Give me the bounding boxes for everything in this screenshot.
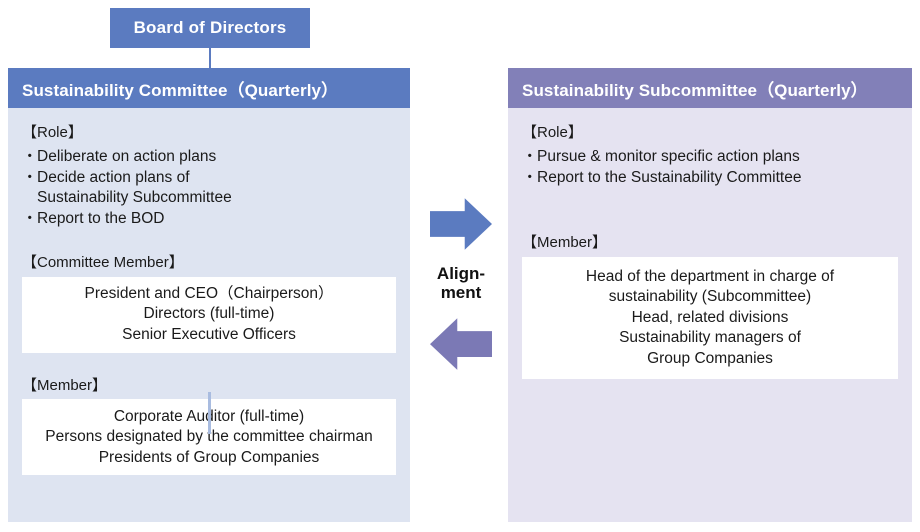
alignment-label: Align- ment	[436, 264, 486, 303]
left-role-item: Deliberate on action plans	[22, 147, 396, 168]
left-member-heading: 【Member】	[22, 376, 108, 394]
right-spacer	[522, 188, 898, 228]
member-text: Corporate Auditor (full-time) Persons de…	[45, 407, 373, 466]
board-to-committee-connector	[209, 48, 211, 69]
board-of-directors-label: Board of Directors	[133, 18, 287, 37]
sustainability-subcommittee-header: Sustainability Subcommittee（Quarterly）	[508, 68, 912, 108]
sustainability-subcommittee-body: 【Role】 Pursue & monitor specific action …	[508, 108, 912, 522]
sustainability-subcommittee-panel: Sustainability Subcommittee（Quarterly） 【…	[508, 68, 912, 522]
subcommittee-member-text: Head of the department in charge of sust…	[585, 267, 835, 367]
right-role-heading: 【Role】	[522, 124, 583, 141]
left-spacer-2	[22, 353, 396, 371]
right-member-heading: 【Member】	[522, 234, 608, 252]
arrow-right-icon	[430, 198, 492, 250]
arrow-left-icon	[430, 318, 492, 370]
sustainability-committee-title: Sustainability Committee（Quarterly）	[22, 80, 339, 100]
right-role-item: Pursue & monitor specific action plans	[522, 147, 898, 168]
committee-member-to-member-connector	[208, 392, 211, 434]
left-committee-member-heading: 【Committee Member】	[22, 253, 184, 271]
right-role-list: Pursue & monitor specific action plans R…	[522, 147, 898, 189]
board-of-directors-box: Board of Directors	[110, 8, 310, 48]
committee-member-text: President and CEO（Chairperson） Directors…	[84, 284, 334, 343]
sustainability-committee-panel: Sustainability Committee（Quarterly） 【Rol…	[8, 68, 410, 522]
alignment-connector-group: Align- ment	[416, 196, 506, 372]
left-role-item: Decide action plans of Sustainability Su…	[22, 168, 396, 210]
left-role-list: Deliberate on action plans Decide action…	[22, 147, 396, 230]
sustainability-committee-body: 【Role】 Deliberate on action plans Decide…	[8, 108, 410, 522]
left-role-heading: 【Role】	[22, 124, 83, 141]
left-spacer	[22, 230, 396, 248]
sustainability-committee-header: Sustainability Committee（Quarterly）	[8, 68, 410, 108]
member-box: Corporate Auditor (full-time) Persons de…	[22, 399, 396, 476]
right-role-item: Report to the Sustainability Committee	[522, 168, 898, 189]
sustainability-subcommittee-title: Sustainability Subcommittee（Quarterly）	[522, 80, 868, 100]
committee-member-box: President and CEO（Chairperson） Directors…	[22, 276, 396, 353]
subcommittee-member-box: Head of the department in charge of sust…	[522, 257, 898, 380]
left-role-item: Report to the BOD	[22, 209, 396, 230]
